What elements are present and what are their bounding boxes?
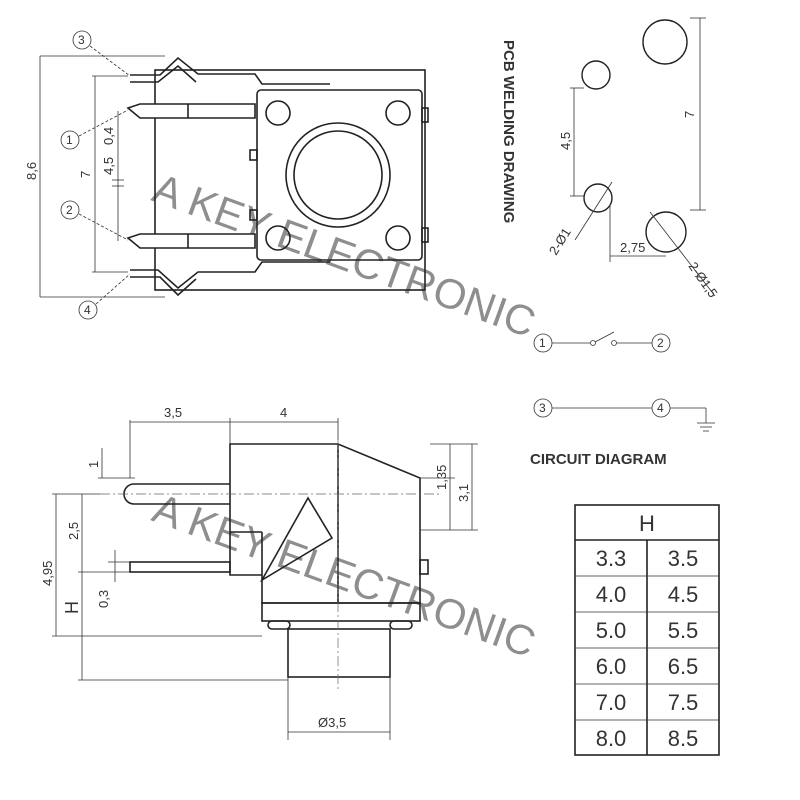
- stem: [287, 628, 391, 678]
- pcb-welding-drawing: PCB WELDING DRAWING 4,5 7 2,75 2-Ø1 2-Ø1…: [500, 17, 721, 300]
- h-table: H 3.3 3.5 4.0 4.5 5.0 5.5 6.0 6.5 7.0 7.…: [574, 504, 720, 756]
- h-table-cell: 8.0: [596, 726, 627, 751]
- mount-hole-tl: [265, 100, 291, 126]
- h-table-header: H: [639, 511, 655, 536]
- dim-right-upper: 1,35: [434, 465, 449, 490]
- pcb-hole-small: [583, 183, 613, 213]
- dim-pcb-vertical: 4,5: [558, 132, 573, 150]
- lead-pin-2: [126, 233, 256, 249]
- hole-large-leader: [649, 211, 716, 297]
- side-view: 3,5 4 1 1,35 3,1 2,5 4,95 0,3 H: [40, 405, 478, 740]
- actuator-triangle: [259, 496, 334, 583]
- pcb-hole-large: [642, 19, 688, 65]
- callout-leader: [78, 213, 129, 241]
- side-view-base: [261, 602, 421, 622]
- base-foot: [267, 620, 291, 630]
- lead-pin-1: [126, 103, 256, 119]
- pcb-title: PCB WELDING DRAWING: [500, 40, 517, 223]
- watermark-top: A KEY ELECTRONIC: [147, 164, 542, 346]
- lead-pin-3: [130, 56, 330, 85]
- actuator-outer: [285, 122, 391, 228]
- pcb-hole-large: [645, 211, 687, 253]
- h-table-cell: 6.0: [596, 654, 627, 679]
- side-bump: [421, 107, 429, 123]
- pcb-hole-small: [581, 60, 611, 90]
- dim-lead: 1: [86, 461, 101, 468]
- h-table-cell: 7.0: [596, 690, 627, 715]
- dim-left-tall: 4,95: [40, 561, 55, 586]
- mount-hole-bl: [265, 225, 291, 251]
- circuit-title: CIRCUIT DIAGRAM: [530, 451, 667, 468]
- circuit-pin-2-label: 2: [657, 336, 664, 350]
- dim-top-left: 3,5: [164, 405, 182, 420]
- base-foot: [389, 620, 413, 630]
- side-bump: [249, 149, 258, 161]
- dim-pitch: 7: [78, 171, 93, 178]
- dim-left-mid: 2,5: [66, 522, 81, 540]
- side-bump: [249, 209, 258, 221]
- callout-leader: [78, 109, 129, 137]
- switch-contact: [611, 340, 617, 346]
- dim-tolerance: 0,4: [101, 127, 116, 145]
- callout-pin-1-label: 1: [66, 133, 73, 147]
- switch-lever: [594, 331, 615, 343]
- callout-pin-2-label: 2: [66, 203, 73, 217]
- lead-pin-4: [130, 261, 330, 290]
- h-table-cell: 5.5: [668, 618, 699, 643]
- mount-hole-br: [385, 225, 411, 251]
- watermark-bottom: A KEY ELECTRONIC: [147, 484, 542, 666]
- switch-contact: [590, 340, 596, 346]
- top-view: 8,6 7 4,5 0,4 3 1 2 4: [24, 30, 429, 320]
- circuit-diagram: 1 2 3 4 CIRCUIT DIAGRAM: [530, 331, 715, 468]
- circuit-pin-1-label: 1: [539, 336, 546, 350]
- callout-pin-4-label: 4: [84, 303, 91, 317]
- actuator-inner: [293, 130, 383, 220]
- circuit-pin-4-label: 4: [657, 401, 664, 415]
- dim-top-right: 4: [280, 405, 287, 420]
- dim-height: H: [62, 601, 82, 614]
- callout-pin-1: [60, 130, 80, 150]
- callout-pin-3: [72, 30, 92, 50]
- circuit-pin-3-label: 3: [539, 401, 546, 415]
- h-table-cell: 4.0: [596, 582, 627, 607]
- dim-pcb-tall: 7: [682, 111, 697, 118]
- dim-pin-thk: 0,3: [96, 590, 111, 608]
- dim-stem: Ø3,5: [318, 715, 346, 730]
- h-table-cell: 6.5: [668, 654, 699, 679]
- h-table-cell: 8.5: [668, 726, 699, 751]
- top-view-body: [154, 69, 426, 291]
- callout-pin-2: [60, 200, 80, 220]
- side-bump: [419, 559, 429, 575]
- dim-pcb-horizontal: 2,75: [620, 240, 645, 255]
- callout-leader: [89, 45, 131, 77]
- h-table-cell: 3.5: [668, 546, 699, 571]
- side-bump: [421, 227, 429, 243]
- callout-pin-3-label: 3: [78, 33, 85, 47]
- callout-pin-4: [78, 300, 98, 320]
- top-view-cap-housing: [256, 89, 423, 261]
- h-table-cell: 5.0: [596, 618, 627, 643]
- side-lead-lower: [129, 561, 231, 573]
- h-table-cell: 7.5: [668, 690, 699, 715]
- hole-small-leader: [574, 181, 613, 241]
- lead-pin-4-inner: [130, 276, 197, 297]
- dim-right-lower: 3,1: [456, 484, 471, 502]
- dim-inner: 4,5: [101, 157, 116, 175]
- h-table-cell: 4.5: [668, 582, 699, 607]
- callout-leader: [95, 273, 131, 305]
- circuit-pin-2: [651, 333, 671, 353]
- dim-overall: 8,6: [24, 162, 39, 180]
- h-table-cell: 3.3: [596, 546, 627, 571]
- mount-hole-tr: [385, 100, 411, 126]
- lead-pin-3-inner: [130, 64, 197, 83]
- dim-hole-small: 2-Ø1: [546, 225, 574, 257]
- dim-hole-large: 2-Ø1,5: [686, 259, 721, 300]
